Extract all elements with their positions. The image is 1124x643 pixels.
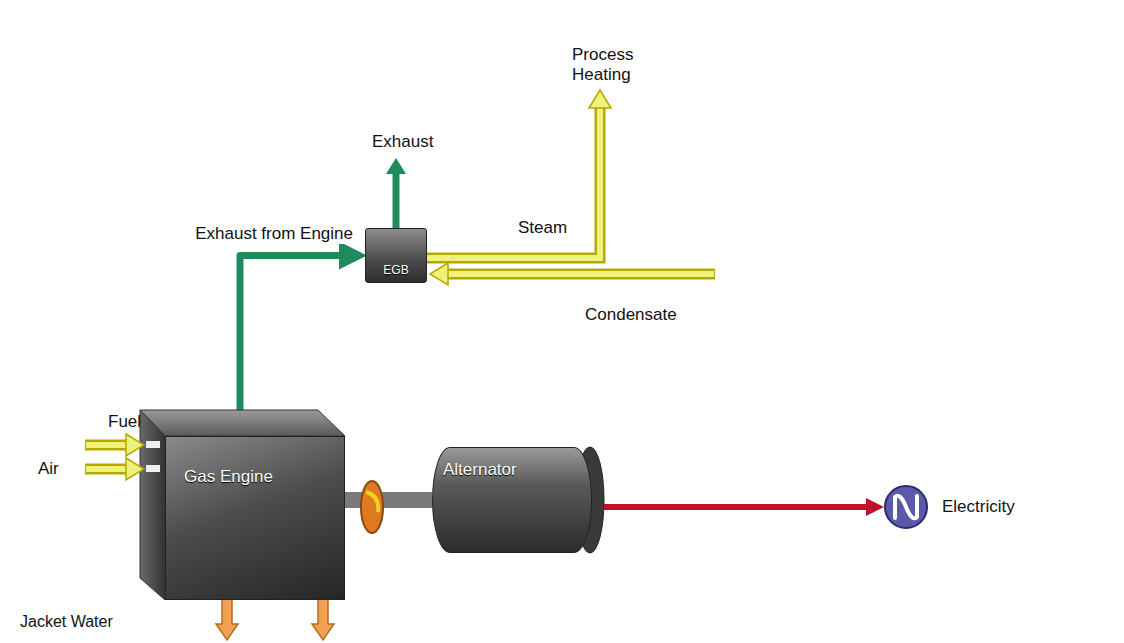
node-text: EGB — [383, 263, 408, 277]
output-label: Process Heating — [572, 45, 672, 85]
node-text: Gas Engine — [184, 467, 273, 487]
flow-label: Condensate — [585, 305, 677, 325]
fuel-port — [146, 441, 160, 448]
drive-shaft — [345, 492, 432, 508]
node-text: Alternator — [443, 460, 517, 480]
rotation-arrow — [366, 492, 378, 512]
exhaust-pipe — [240, 256, 353, 437]
engine-side-face — [140, 410, 165, 600]
exhaust-arrow — [386, 158, 406, 228]
flow-label: Exhaust — [372, 132, 433, 152]
ac-symbol — [885, 486, 927, 528]
jacket-water-arrows — [216, 598, 334, 640]
engine-box: Gas Engine — [165, 436, 345, 600]
electricity-arrow — [604, 498, 884, 516]
air-port — [146, 465, 160, 472]
egb-box: EGB — [365, 228, 427, 283]
inlet-arrows — [85, 434, 144, 480]
output-label: Jacket Water — [20, 612, 113, 632]
engine-top-face — [140, 410, 345, 436]
coupling — [361, 481, 383, 533]
condensate-arrow — [430, 263, 715, 285]
flow-label: Steam — [518, 218, 567, 238]
output-label: Electricity — [942, 497, 1015, 517]
steam-arrow — [427, 90, 611, 258]
input-label: Air — [38, 459, 59, 479]
alternator-body: Alternator — [432, 447, 592, 553]
edge-label: Exhaust from Engine — [193, 224, 355, 244]
input-label: Fuel — [108, 412, 141, 432]
